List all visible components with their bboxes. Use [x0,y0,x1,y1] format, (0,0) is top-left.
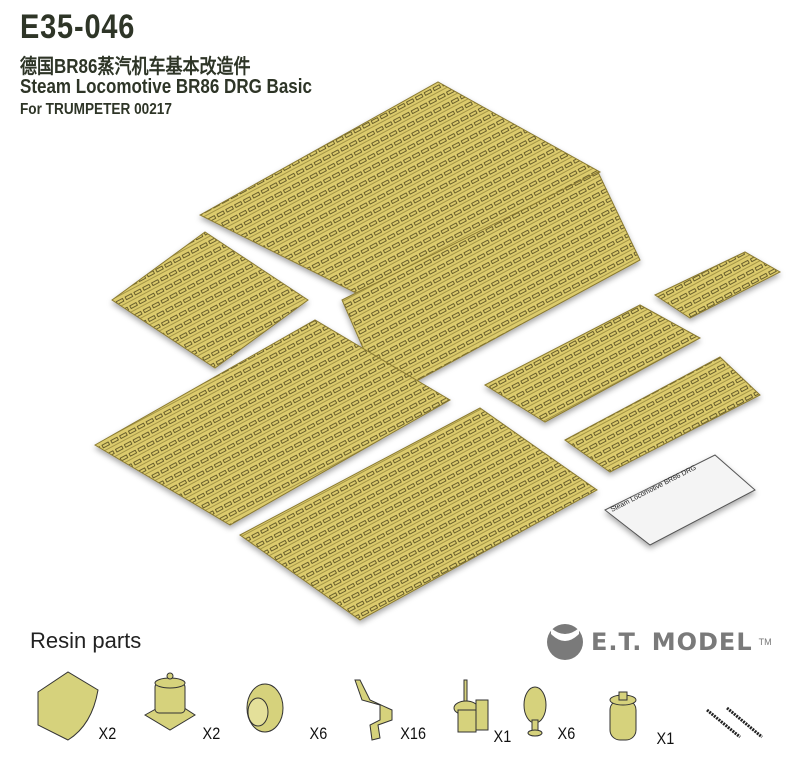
resin-parts-illustrations [37,671,763,741]
qty-bulb: X6 [557,724,576,743]
pe-sheet-right [564,356,761,473]
qty-ring: X6 [309,724,328,743]
valve-housing-icon [144,672,196,731]
qty-cylinder: X1 [656,729,675,748]
springs-icon [706,706,763,739]
title-english: Steam Locomotive BR86 DRG Basic [20,76,312,98]
title-chinese: 德国BR86蒸汽机车基本改造件 [20,56,251,78]
qty-lever-fitting: X16 [400,724,426,743]
pe-sheet-middle [94,319,451,526]
pe-sheet-top [198,81,602,296]
pump-icon [453,679,489,733]
et-model-logo-icon [547,624,583,660]
pe-sheet-small [653,251,782,319]
bulb-icon [523,686,547,737]
pe-sheet-bottom [239,407,598,621]
brand-logo: E.T. MODEL TM [545,622,772,662]
pe-sheet-left [111,231,309,369]
pe-sheet-mid-right [483,304,702,423]
instruction-card [604,454,756,546]
qty-curved-block: X2 [98,724,117,743]
compatibility: For TRUMPETER 00217 [20,101,172,118]
product-code: E35-046 [20,8,136,46]
qty-valve-housing: X2 [202,724,221,743]
qty-pump: X1 [493,727,512,746]
resin-parts-label: Resin parts [30,628,142,653]
cylinder-icon [609,691,637,741]
lever-fitting-icon [354,679,393,741]
curved-block-icon [37,671,99,741]
brand-name: E.T. MODEL [591,628,753,656]
trademark: TM [758,637,772,647]
ring-icon [246,683,284,733]
